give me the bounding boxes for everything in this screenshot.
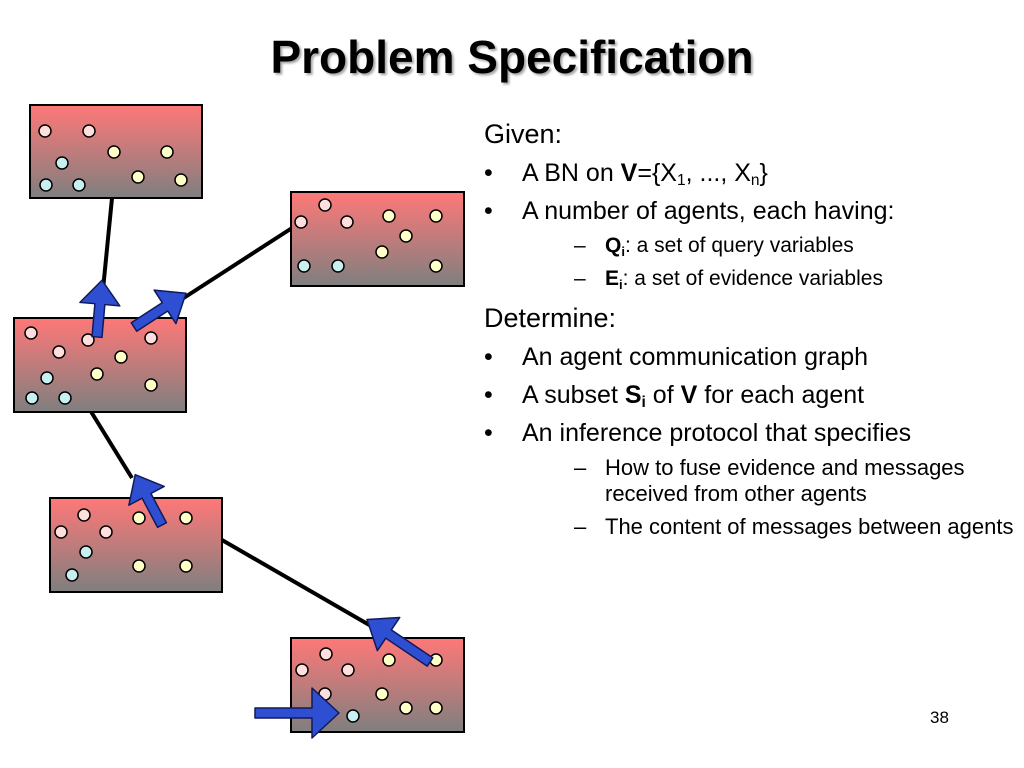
bullet-graph: An agent communication graph — [484, 342, 1019, 372]
determine-heading: Determine: — [484, 303, 617, 333]
bn-eq: ={X — [637, 159, 677, 187]
variable-node — [65, 568, 79, 582]
variable-node — [144, 331, 158, 345]
protocol-sublist: How to fuse evidence and messages receiv… — [522, 455, 1019, 540]
variable-node — [318, 198, 332, 212]
variable-node — [382, 653, 396, 667]
q-sub: i — [621, 244, 625, 259]
bn-subn: n — [750, 172, 760, 189]
page-number: 38 — [930, 708, 949, 727]
variable-node — [25, 391, 39, 405]
variable-node — [24, 326, 38, 340]
variable-node — [179, 511, 193, 525]
determine-list: An agent communication graph A subset Si… — [484, 342, 1019, 540]
arrow-up-right-icon — [130, 289, 187, 332]
variable-node — [40, 371, 54, 385]
variable-node — [144, 378, 158, 392]
variable-node — [132, 511, 146, 525]
bullet-agents: A number of agents, each having: Qi: a s… — [484, 196, 1019, 292]
variable-node — [429, 259, 443, 273]
variable-node — [52, 345, 66, 359]
variable-node — [90, 367, 104, 381]
agent-box-1 — [29, 104, 203, 199]
variable-node — [77, 508, 91, 522]
variable-node — [294, 215, 308, 229]
slide-title: Problem Specification — [270, 31, 754, 83]
variable-node — [72, 178, 86, 192]
q-text: : a set of query variables — [624, 234, 854, 257]
arrow-up-icon — [79, 279, 121, 339]
variable-node — [340, 215, 354, 229]
agents-sublist: Qi: a set of query variables Ei: a set o… — [522, 233, 1019, 292]
sub-evidence-variables: Ei: a set of evidence variables — [522, 266, 1019, 292]
sub-fuse-evidence: How to fuse evidence and messages receiv… — [522, 455, 1019, 507]
bn-mid: , ..., X — [685, 159, 751, 187]
bn-close: } — [759, 159, 768, 187]
agents-text: A number of agents, each having: — [522, 197, 895, 225]
subset-sub: i — [641, 394, 646, 411]
variable-node — [55, 156, 69, 170]
variable-node — [179, 559, 193, 573]
variable-node — [331, 259, 345, 273]
e-text: : a set of evidence variables — [622, 267, 883, 290]
variable-node — [79, 545, 93, 559]
variable-node — [297, 259, 311, 273]
bn-sub1: 1 — [676, 172, 686, 189]
message-arrows — [79, 279, 434, 739]
e-letter: E — [605, 267, 620, 290]
variable-node — [160, 145, 174, 159]
sub-message-content: The content of messages between agents — [522, 514, 1019, 540]
variable-node — [346, 709, 360, 723]
bullet-bn: A BN on V={X1, ..., Xn} — [484, 158, 1019, 188]
bullet-protocol: An inference protocol that specifies How… — [484, 418, 1019, 540]
subset-suffix: for each agent — [697, 381, 865, 409]
variable-node — [375, 245, 389, 259]
slide-content: Given: A BN on V={X1, ..., Xn} A number … — [484, 118, 1019, 540]
variable-node — [58, 391, 72, 405]
e-sub: i — [619, 277, 623, 292]
arrow-up-left-icon — [366, 616, 434, 667]
bn-v: V — [620, 159, 638, 187]
bn-prefix: A BN on — [522, 159, 621, 187]
variable-node — [107, 145, 121, 159]
variable-node — [54, 525, 68, 539]
variable-node — [38, 124, 52, 138]
protocol-text: An inference protocol that specifies — [522, 419, 912, 447]
arrow-right-icon — [254, 687, 340, 739]
agent-box-2 — [290, 191, 465, 287]
variable-node — [39, 178, 53, 192]
variable-node — [341, 663, 355, 677]
variable-node — [429, 701, 443, 715]
variable-node — [81, 333, 95, 347]
variable-node — [429, 209, 443, 223]
variable-node — [114, 350, 128, 364]
subset-prefix: A subset — [522, 381, 625, 409]
variable-node — [99, 525, 113, 539]
variable-node — [82, 124, 96, 138]
subset-v: V — [680, 381, 698, 409]
variable-node — [375, 687, 389, 701]
sub-query-variables: Qi: a set of query variables — [522, 233, 1019, 259]
edge-agent4-agent5 — [221, 538, 379, 632]
subset-s: S — [624, 381, 642, 409]
variable-node — [174, 173, 188, 187]
given-heading: Given: — [484, 119, 563, 149]
variable-node — [399, 229, 413, 243]
variable-node — [132, 559, 146, 573]
variable-node — [295, 663, 309, 677]
arrow-up-left-icon — [128, 473, 168, 529]
variable-node — [399, 701, 413, 715]
edge-agent3-agent4 — [88, 408, 134, 480]
variable-node — [131, 170, 145, 184]
subset-mid: of — [645, 381, 681, 409]
q-letter: Q — [605, 234, 622, 257]
variable-node — [319, 647, 333, 661]
agent-box-4 — [49, 497, 223, 593]
given-list: A BN on V={X1, ..., Xn} A number of agen… — [484, 158, 1019, 292]
bullet-subset: A subset Si of V for each agent — [484, 380, 1019, 410]
variable-node — [382, 209, 396, 223]
